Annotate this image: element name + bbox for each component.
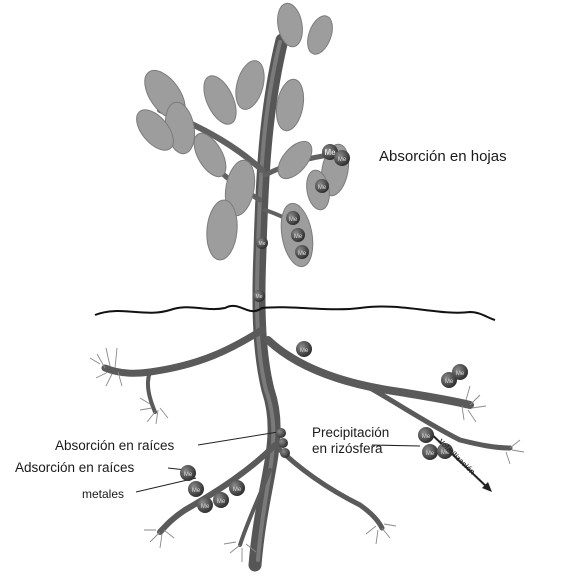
label-root-absorption: Absorción en raíces <box>55 438 174 454</box>
metal-ball: Me <box>422 444 438 460</box>
metal-ball <box>278 438 288 448</box>
metal-ball: Me <box>253 290 265 302</box>
metal-ball: Me <box>213 492 229 508</box>
metal-ball: Me <box>315 179 329 193</box>
metal-ball: Me <box>418 427 434 443</box>
metal-ball: Me <box>334 150 350 166</box>
metal-ball: Me <box>197 497 213 513</box>
svg-text:Me: Me <box>318 185 327 191</box>
svg-text:Me: Me <box>456 371 465 377</box>
label-metals: metales <box>82 487 124 501</box>
svg-text:Me: Me <box>259 241 266 247</box>
metal-ball: Me <box>295 245 309 259</box>
svg-text:Me: Me <box>324 148 336 157</box>
svg-text:Me: Me <box>201 504 210 510</box>
svg-text:Me: Me <box>256 294 263 300</box>
label-root-adsorption: Adsorción en raíces <box>15 460 134 476</box>
leader-root-absorption <box>198 432 278 445</box>
metal-ball: Me <box>452 364 468 380</box>
metal-ball: Me <box>229 480 245 496</box>
svg-text:Me: Me <box>289 217 298 223</box>
svg-text:Me: Me <box>192 488 201 494</box>
metal-ball: Me <box>180 465 196 481</box>
label-precipitation-line1: Precipitación <box>312 425 389 441</box>
metal-ball: Me <box>188 481 204 497</box>
leaves <box>130 1 353 269</box>
soil-surface-line <box>95 306 495 320</box>
svg-text:Me: Me <box>426 451 435 457</box>
metal-ball <box>276 428 286 438</box>
svg-text:Me: Me <box>445 379 454 385</box>
svg-text:Me: Me <box>217 499 226 505</box>
metal-ball: Me <box>286 211 300 225</box>
label-leaf-absorption: Absorción en hojas <box>379 148 507 165</box>
metal-ball <box>280 448 290 458</box>
svg-text:Me: Me <box>300 348 309 354</box>
metal-ball: Me <box>296 341 312 357</box>
svg-text:Me: Me <box>298 251 307 257</box>
svg-text:Me: Me <box>294 234 303 240</box>
svg-text:Me: Me <box>422 434 431 440</box>
svg-text:Me: Me <box>233 487 242 493</box>
metal-ball: Me <box>291 228 305 242</box>
svg-text:Me: Me <box>184 472 193 478</box>
label-precipitation-line2: en rizósfera <box>312 441 383 457</box>
svg-text:Me: Me <box>338 157 347 163</box>
metal-ball: Me <box>256 237 268 249</box>
